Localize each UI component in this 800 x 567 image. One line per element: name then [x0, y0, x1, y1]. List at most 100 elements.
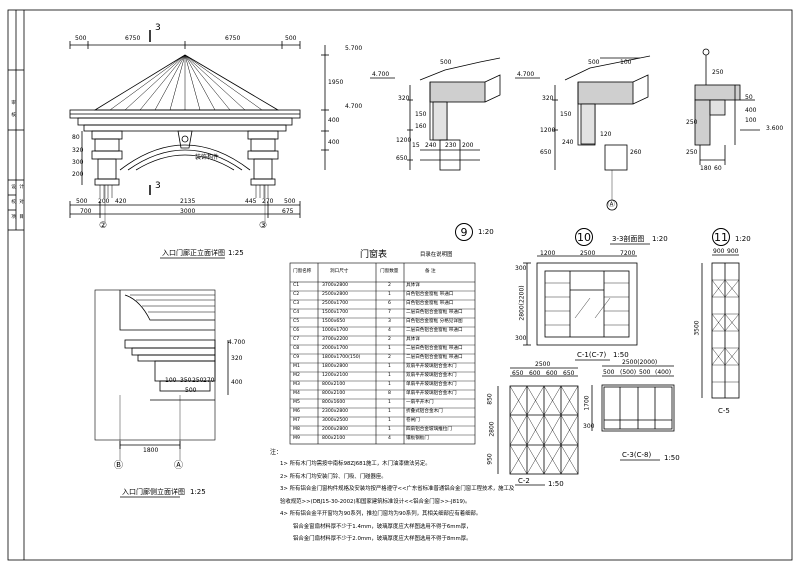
table-cell: 具体详 [406, 337, 420, 342]
dim-label: 500 [603, 369, 615, 376]
dim-label: 500 [588, 59, 600, 66]
table-cell: 2000x2800 [322, 427, 349, 432]
dim-label: 320 [231, 355, 243, 362]
table-header: 门窗名称 [293, 269, 312, 274]
schedule-title: 门窗表 [360, 250, 388, 260]
note-line: 铝合金窗扇材料厚不少于1.4mm，玻璃厚度应大样图选用不得于6mm厚， [293, 523, 472, 530]
table-cell: 800x2100 [322, 382, 346, 387]
detail-10-title: 3-3剖面图 [612, 235, 645, 243]
table-cell: 一扇平开木门 [406, 400, 434, 405]
dim-label: 230 [445, 142, 457, 149]
axis-label: ② [99, 221, 108, 231]
note-line: 铝合金门扇材料厚不少于2.0mm，玻璃厚度应大样图选用不得于8mm厚。 [293, 536, 472, 542]
table-header: 门窗数量 [380, 269, 399, 274]
table-cell: 1 [388, 409, 391, 414]
table-cell: C1 [293, 283, 300, 288]
table-cell: 1 [388, 346, 391, 351]
title-block-label: 计 [18, 184, 24, 189]
table-cell: 卷闸门 [406, 418, 420, 423]
detail-9-section [370, 57, 501, 171]
table-cell: C9 [293, 355, 300, 360]
note-line: 3> 所有铝合金门窗构件规格及安装均按严格遵守<<广东省标准普通铝合金门窗工程技… [280, 486, 515, 492]
dim-label: 320 [542, 95, 554, 102]
table-cell: M7 [293, 418, 300, 423]
dim-label: 4.700 [372, 71, 390, 78]
table-cell: 3 [388, 319, 391, 324]
dim-label: 320 [72, 147, 84, 154]
table-cell: 800x2100 [322, 436, 346, 441]
dim-label: 900 [727, 248, 739, 255]
notes-label: 注： [270, 449, 283, 456]
dim-label: 4.700 [228, 339, 246, 346]
dim-label: 1200 [540, 250, 556, 257]
dim-label: (500) [620, 369, 637, 376]
sheet-border [7, 9, 793, 561]
section-mark-bottom: 3 [155, 181, 161, 191]
dim-label: 950 [486, 453, 494, 465]
table-cell: 白色铝合金窗框 带通口 [406, 292, 454, 297]
table-cell: M2 [293, 373, 300, 378]
table-cell: 白色铝合金窗框 带通口 [406, 301, 454, 306]
table-cell: 双扇平开玻璃铝合金木门 [406, 364, 457, 369]
table-cell: 800x1600 [322, 400, 346, 405]
table-cell: C4 [293, 310, 300, 315]
table-cell: 3700x2200 [322, 337, 349, 342]
table-cell: 白色铝合金窗框 分格见详图 [406, 319, 463, 324]
table-cell: M9 [293, 436, 300, 441]
dim-label: 4.700 [345, 103, 363, 110]
table-cell: 2300x2800 [322, 409, 349, 414]
schedule-row-lines [290, 290, 475, 436]
dim-label: 270 [203, 377, 215, 384]
dim-label: 2500 [580, 250, 596, 257]
table-cell: M6 [293, 409, 300, 414]
window-c3-label: C-3(C-8) [622, 451, 652, 459]
table-cell: 1 [388, 400, 391, 405]
dim-label: 100 [745, 117, 757, 124]
dim-label: 100 [165, 377, 177, 384]
dim-label: 6750 [125, 35, 141, 42]
detail-9b-section [515, 55, 651, 200]
detail-10-marker: 10 [575, 228, 593, 246]
dim-label: 1700 [583, 395, 591, 411]
window-c5-drawing [701, 254, 740, 399]
table-cell: 镶板钢板门 [406, 436, 429, 441]
note-line: 4> 所有铝合金平开窗均为90系列，推拉门窗均为90系列，其相关细部应有着细部。 [280, 511, 482, 517]
table-cell: 双扇平开玻璃铝合金木门 [406, 373, 457, 378]
table-cell: 折叠式铝合金木门 [406, 409, 443, 414]
table-cell: 1200x2100 [322, 373, 349, 378]
dim-label: 7200 [620, 250, 636, 257]
dim-label: 2500(2000) [622, 359, 658, 366]
table-header: 备 注 [425, 269, 436, 274]
dim-label: 150 [560, 111, 572, 118]
dim-label: 300 [515, 265, 527, 272]
detail-11-scale: 1:20 [735, 235, 751, 243]
axis-label: Ⓐ [174, 461, 184, 471]
dim-label: 2800(2200) [518, 285, 526, 321]
dim-label: 260 [630, 149, 642, 156]
dim-label: (400) [655, 369, 672, 376]
title-block-label: 核 [10, 112, 16, 117]
table-cell: M8 [293, 427, 300, 432]
dim-label: 650 [563, 370, 575, 377]
title-block-label: 设 [10, 184, 16, 189]
dim-label: 250 [686, 149, 698, 156]
table-cell: 800x2100 [322, 391, 346, 396]
table-cell: 2 [388, 337, 391, 342]
table-cell: 具体详 [406, 283, 420, 288]
table-cell: M5 [293, 400, 300, 405]
dim-label: 300 [583, 423, 595, 430]
side-elevation-title: 入口门廊侧立面详图 [122, 488, 185, 496]
table-cell: 二层白色铝合金窗框 带通口 [406, 328, 463, 333]
dim-label: 650 [512, 370, 524, 377]
table-cell: 1 [388, 382, 391, 387]
table-cell: 6 [388, 301, 391, 306]
dim-label: 250 [686, 119, 698, 126]
detail-10-scale: 1:20 [652, 235, 668, 243]
note-line: 1> 所有木门均需按中南标98ZJ681施工，木门油漆做法另定。 [280, 461, 431, 467]
table-cell: 四扇铝合金玻璃推拉门 [406, 427, 452, 432]
window-c3-drawing [591, 365, 675, 461]
table-cell: C3 [293, 301, 300, 306]
table-cell: 二层白色铝合金窗框 带通口 [406, 355, 463, 360]
table-cell: 2 [388, 355, 391, 360]
